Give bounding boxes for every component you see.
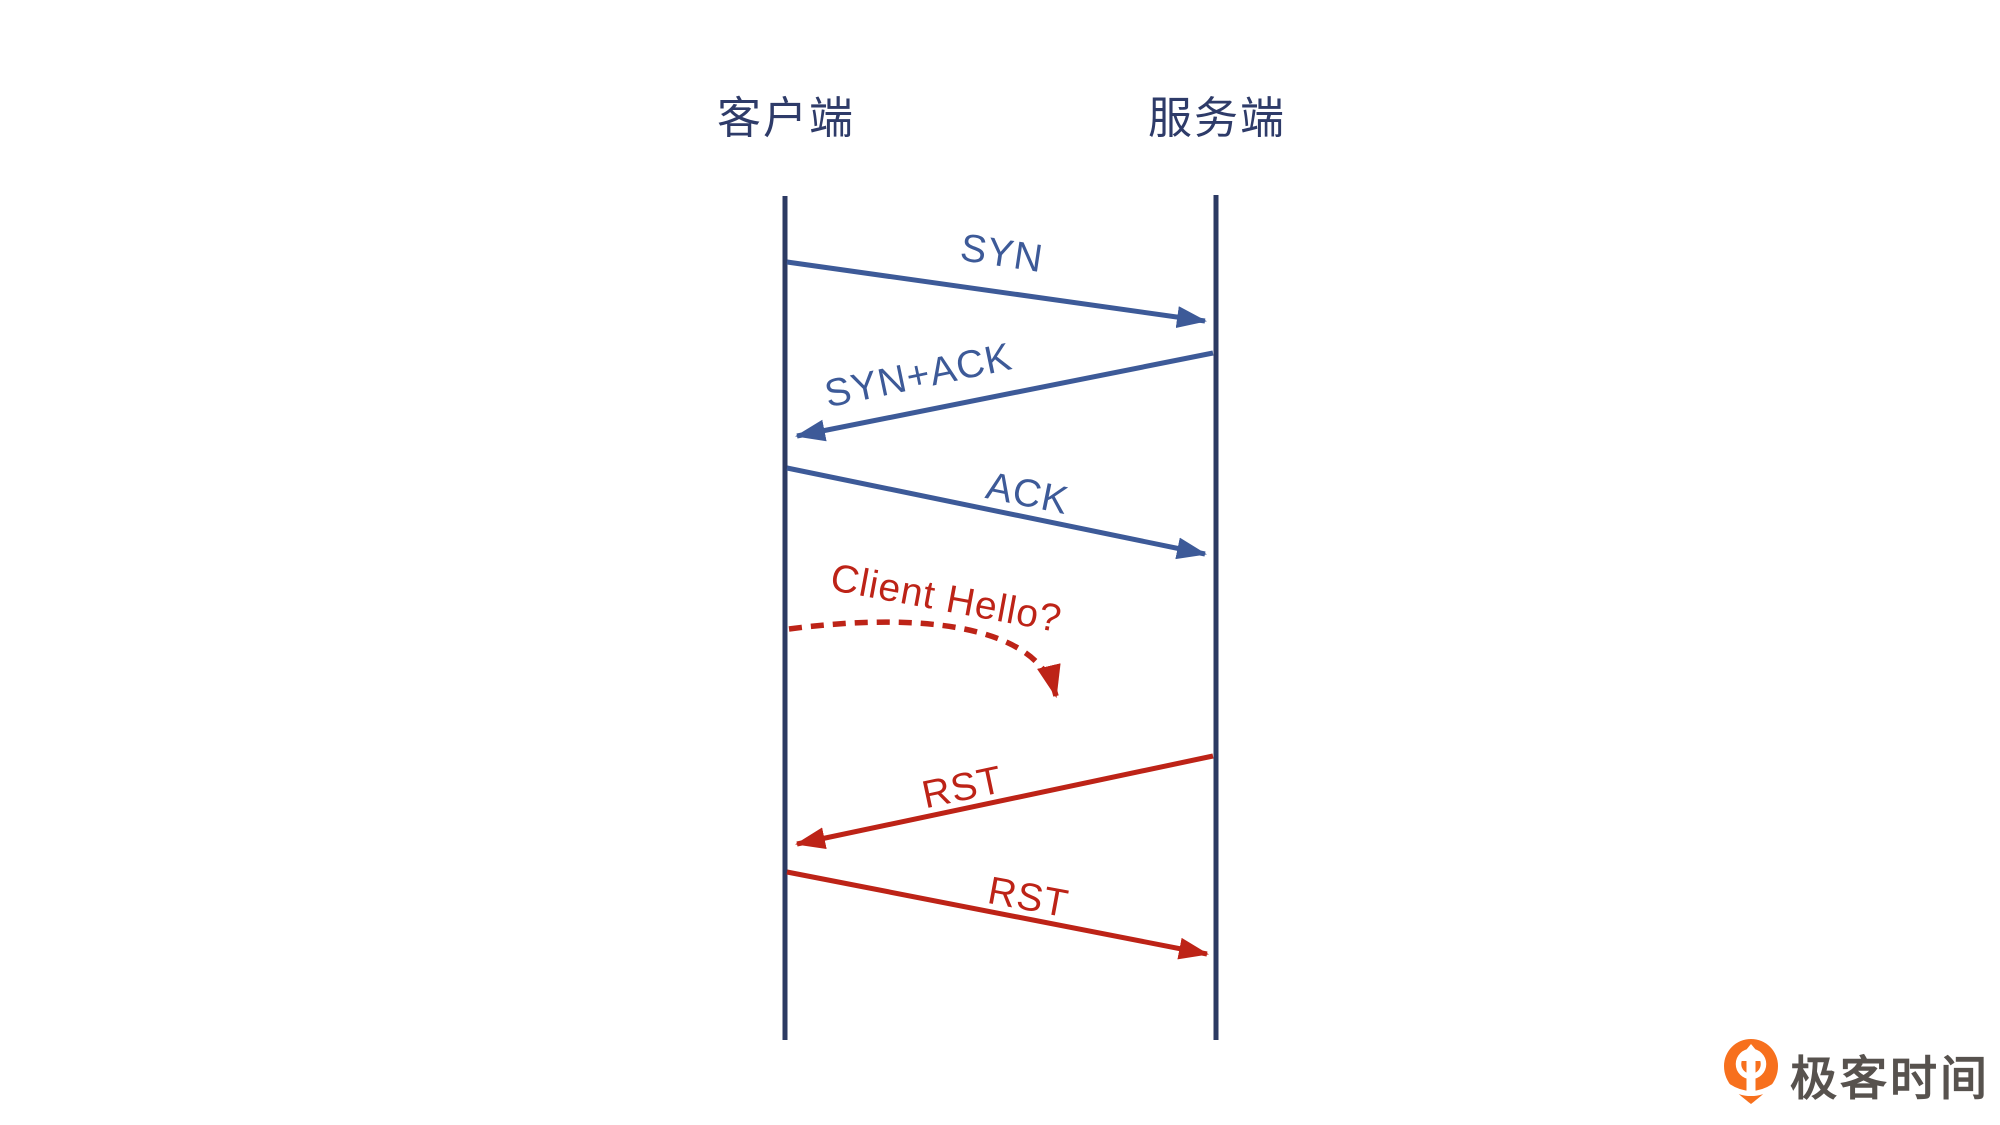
brand-label: 极客时间	[1790, 1052, 1990, 1105]
message-arrow-ack	[786, 465, 1207, 560]
geektime-logo: 极客时间	[1724, 1039, 1990, 1105]
message-label-syn: SYN	[958, 226, 1047, 281]
message-label-syn-ack: SYN+ACK	[821, 335, 1016, 416]
message-arrow-client-hello-dashed	[788, 619, 1061, 699]
message-arrow-syn-ack	[795, 350, 1214, 442]
message-label-rst-2: RST	[985, 869, 1072, 926]
geektime-pin-icon	[1724, 1039, 1778, 1104]
message-arrow-syn	[786, 259, 1207, 328]
message-label-rst-1: RST	[918, 758, 1006, 817]
message-label-ack: ACK	[982, 464, 1072, 523]
message-arrow-rst-2	[786, 869, 1209, 960]
actor-label-client: 客户端	[717, 94, 855, 143]
actor-label-server: 服务端	[1148, 94, 1286, 143]
message-arrow-rst-1	[795, 753, 1214, 849]
